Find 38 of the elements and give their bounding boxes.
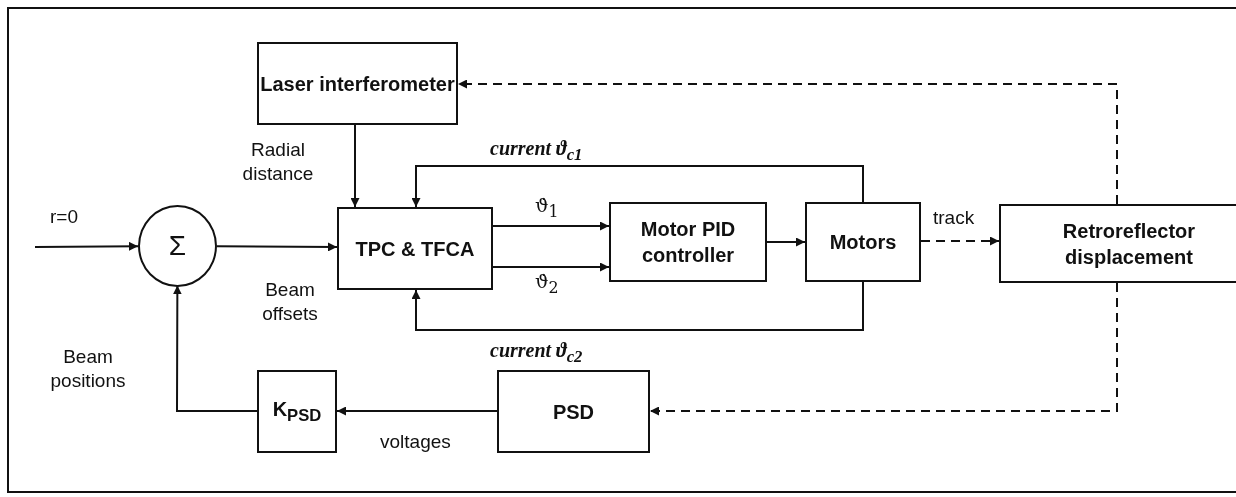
arrow [411, 281, 864, 331]
edge-label: current ϑ$_{c1}$ [490, 136, 583, 166]
edge-label: ϑ̇$_{1}$ [535, 194, 559, 222]
block-box [337, 207, 493, 290]
edge-label: Radial distance [241, 138, 315, 186]
edge-label: Beam positions [49, 345, 127, 393]
block-box [257, 370, 337, 453]
block-label: PSD [552, 399, 595, 425]
edge-label: current ϑ$_{c2}$ [490, 338, 583, 368]
arrow [172, 284, 258, 412]
block-label: Retroreflector displacement [1061, 218, 1197, 270]
block-label: Laser interferometer [260, 71, 455, 97]
block-label: TPC & TFCA [355, 236, 475, 262]
edge-label: ϑ̇$_{2}$ [535, 270, 559, 298]
arrow [492, 221, 610, 231]
block-label: Motor PID controller [639, 217, 737, 268]
arrow [492, 262, 610, 272]
arrow [34, 241, 139, 251]
arrow [920, 236, 1000, 246]
sigma-symbol: Σ [168, 228, 187, 263]
arrow [649, 282, 1118, 416]
block-box [805, 202, 921, 282]
block-box [257, 42, 458, 125]
edge-label: track [933, 206, 975, 230]
arrow [350, 124, 360, 208]
arrow [766, 237, 806, 247]
edge-label: Beam offsets [261, 278, 319, 326]
arrow [457, 79, 1118, 205]
block-box [999, 204, 1236, 283]
arrow [216, 242, 338, 252]
arrow [336, 406, 498, 416]
block-box [609, 202, 767, 282]
arrow [411, 165, 864, 208]
edge-label: r=0 [50, 205, 78, 229]
edge-label: voltages [380, 430, 451, 454]
block-box [497, 370, 650, 453]
block-label: K$_{PSD}$ [272, 397, 322, 427]
block-label: Motors [829, 230, 897, 255]
